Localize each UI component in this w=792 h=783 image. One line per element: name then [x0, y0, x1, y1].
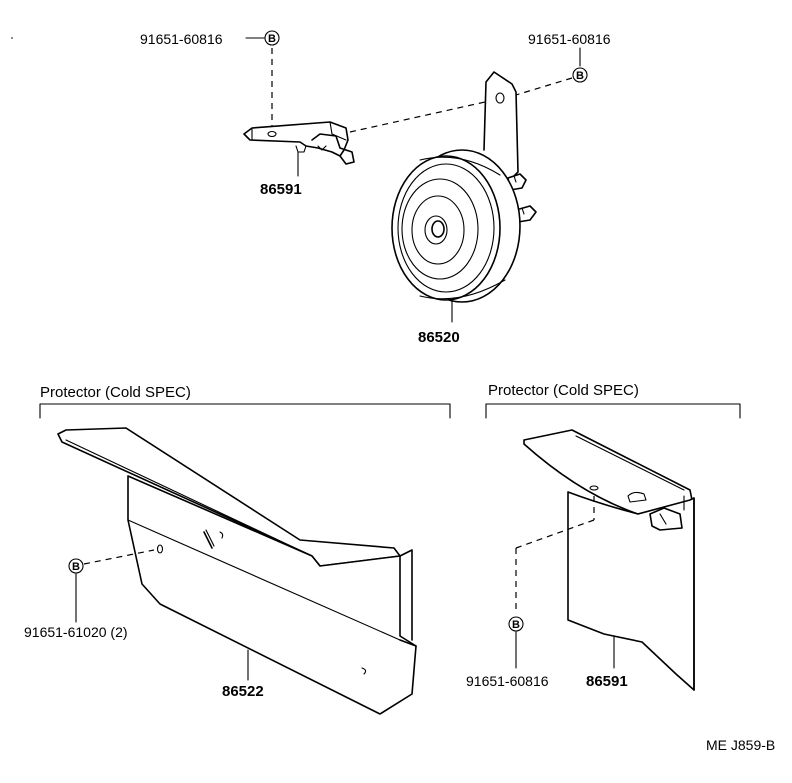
protector-86591 — [523, 429, 695, 691]
badge-letter: B — [268, 33, 276, 45]
group-bracket-left — [39, 403, 451, 419]
dashed-line-left-protector — [83, 549, 155, 565]
part-label-bracket-top: 86591 — [260, 181, 302, 198]
fastener-badge-left-protector: B — [68, 558, 84, 574]
fastener-badge-top-right: B — [572, 67, 588, 83]
badge-letter: B — [512, 619, 520, 631]
group-bracket-right — [485, 403, 741, 419]
part-label-bolt-left-protector: 91651-61020 (2) — [24, 624, 128, 640]
part-label-protector-right: 86591 — [586, 673, 628, 690]
bracket-86591-top — [243, 121, 355, 165]
group-label-left: Protector (Cold SPEC) — [40, 384, 191, 401]
fastener-badge-right-protector: B — [508, 616, 524, 632]
protector-86522 — [57, 427, 417, 715]
badge-letter: B — [72, 561, 80, 573]
part-label-bolt-top-left: 91651-60816 — [140, 31, 223, 47]
horn-86520 — [391, 71, 537, 303]
drawing-code: ME J859-B — [706, 737, 775, 753]
dashed-line-bolt-top-right — [505, 77, 573, 99]
part-label-bolt-top-right: 91651-60816 — [528, 31, 611, 47]
fastener-badge-top-left: B — [264, 30, 280, 46]
scan-speck — [11, 37, 13, 39]
badge-letter: B — [576, 70, 584, 82]
part-label-bolt-right-protector: 91651-60816 — [466, 673, 549, 689]
dashed-line-bracket-horn — [349, 99, 495, 133]
part-label-protector-left: 86522 — [222, 683, 264, 700]
dashed-line-right-protector-b — [515, 519, 595, 549]
group-label-right: Protector (Cold SPEC) — [488, 382, 639, 399]
part-label-horn: 86520 — [418, 329, 460, 346]
